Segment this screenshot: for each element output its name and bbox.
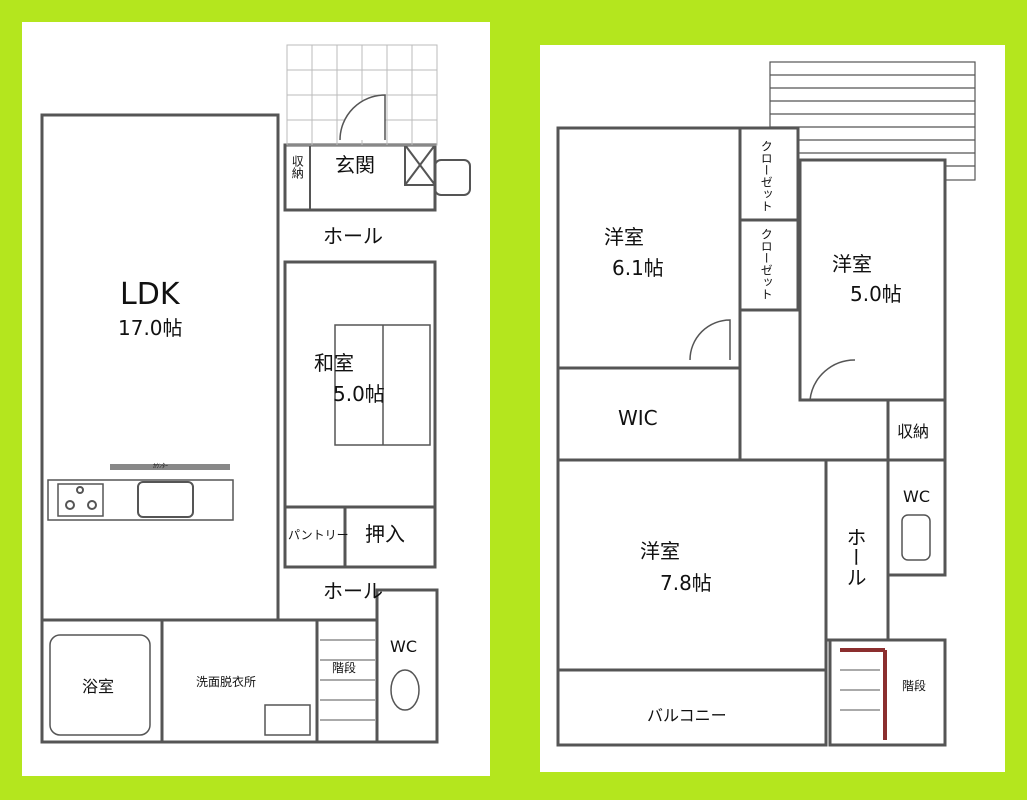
stairs1-label: 階段 bbox=[332, 661, 357, 676]
floor1-entrance-tiles bbox=[286, 44, 438, 146]
closet2-label: クローゼット bbox=[759, 228, 774, 300]
ldk-label: LDK bbox=[120, 277, 180, 312]
wc2-label: WC bbox=[903, 487, 930, 506]
room1-label: 洋室 bbox=[604, 225, 644, 249]
oshiire-label: 押入 bbox=[365, 522, 405, 546]
ldk-size: 17.0帖 bbox=[118, 316, 183, 340]
room3-label: 洋室 bbox=[640, 539, 680, 563]
room3-size: 7.8帖 bbox=[660, 571, 712, 595]
bath-label: 浴室 bbox=[82, 677, 115, 696]
hall2-label: ホール bbox=[843, 527, 867, 587]
hall-upper-label: ホール bbox=[323, 224, 383, 248]
entrance-label: 玄関 bbox=[335, 153, 375, 177]
room1-size: 6.1帖 bbox=[612, 256, 664, 280]
room2-label: 洋室 bbox=[832, 252, 872, 276]
stairs2-label: 階段 bbox=[902, 679, 927, 693]
wic-label: WIC bbox=[618, 406, 658, 430]
floor2-walls bbox=[556, 126, 947, 747]
closet1-label: クローゼット bbox=[759, 140, 774, 212]
washitsu-label: 和室 bbox=[314, 351, 354, 375]
floor1-stairs bbox=[320, 639, 375, 721]
floor2-details bbox=[689, 319, 931, 740]
pantry-label: パントリー bbox=[288, 528, 349, 542]
entrance-storage-label: 収納 bbox=[290, 155, 305, 179]
wc1-label: WC bbox=[390, 637, 417, 656]
hall-lower-label: ホール bbox=[323, 579, 383, 603]
washitsu-size: 5.0帖 bbox=[333, 382, 385, 406]
balcony-label: バルコニー bbox=[647, 706, 727, 725]
washroom-label: 洗面脱衣所 bbox=[196, 675, 257, 689]
counter-label: ｶｳﾝﾀｰ bbox=[153, 463, 169, 470]
floor1-panel bbox=[22, 22, 490, 776]
floor2-roof bbox=[769, 61, 976, 181]
storage2-label: 収納 bbox=[897, 422, 930, 441]
room2-size: 5.0帖 bbox=[850, 282, 902, 306]
floor1-walls bbox=[40, 113, 471, 744]
